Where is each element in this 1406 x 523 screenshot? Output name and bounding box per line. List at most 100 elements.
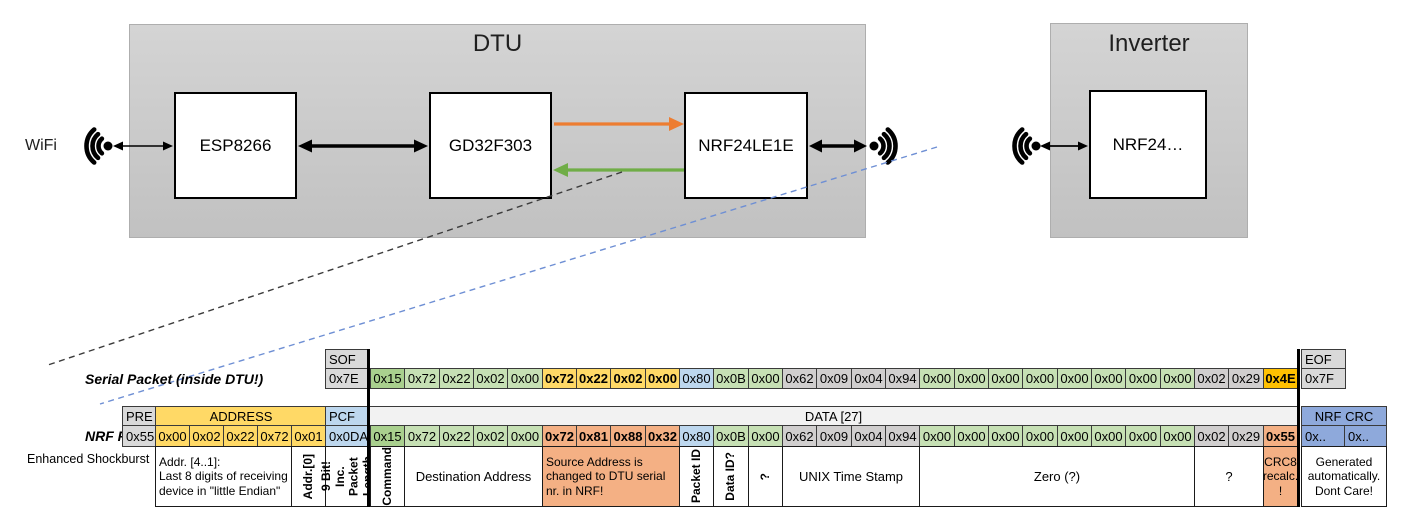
component-esp8266-label: ESP8266 <box>199 135 272 155</box>
nrf-address-header: ADDRESS <box>155 406 327 426</box>
nrf-address-byte-cell: 0x01 <box>291 425 326 447</box>
wifi-icon-left <box>84 127 113 165</box>
wifi-icon-inverter-radio <box>1012 127 1041 165</box>
serial-sof-value: 0x7E <box>325 368 370 389</box>
annotation-data-id: Data ID? <box>713 446 749 507</box>
nrf-byte-cell: 0x29 <box>1228 425 1264 447</box>
serial-byte-cell: 0x0B <box>713 368 749 389</box>
serial-byte-cell: 0x72 <box>404 368 440 389</box>
annotation-packet-id: Packet ID <box>679 446 714 507</box>
serial-packet-label: Serial Packet (inside DTU!) <box>85 371 264 387</box>
nrf-byte-cell: 0x81 <box>576 425 611 447</box>
nrf-byte-cell: 0x00 <box>988 425 1023 447</box>
nrf-byte-cell: 0x00 <box>1160 425 1195 447</box>
component-esp8266: ESP8266 <box>174 92 297 199</box>
wifi-icon-dtu-radio <box>869 127 898 165</box>
arrow-wifi-esp8266 <box>113 141 173 151</box>
component-nrf24le1e: NRF24LE1E <box>684 92 808 199</box>
nrf-byte-cell: 0x09 <box>816 425 852 447</box>
nrf-byte-cell: 0x62 <box>782 425 817 447</box>
arrow-nrf-to-gd32-green <box>553 163 684 177</box>
serial-byte-cell: 0x00 <box>1160 368 1195 389</box>
nrf-pcf-header: PCF <box>325 406 370 426</box>
data-region-separator-right <box>1297 349 1300 507</box>
nrf-byte-cell: 0x72 <box>542 425 577 447</box>
serial-byte-cell: 0x4E <box>1263 368 1298 389</box>
dashed-line-serial-packet <box>44 171 623 367</box>
annotation-q1: ? <box>748 446 783 507</box>
component-inverter-nrf24: NRF24… <box>1089 90 1207 199</box>
nrf-pcf-value: 0x0DA <box>325 425 370 447</box>
wifi-label: WiFi <box>25 137 57 154</box>
nrf-byte-cell: 0x22 <box>439 425 474 447</box>
serial-byte-cell: 0x00 <box>1057 368 1092 389</box>
nrf-crc-header: NRF CRC <box>1301 406 1387 426</box>
nrf-byte-cell: 0x00 <box>919 425 955 447</box>
annotation-zero: Zero (?) <box>919 446 1195 507</box>
arrow-nrf-radio <box>809 139 867 153</box>
serial-byte-cell: 0x94 <box>885 368 920 389</box>
nrf-address-byte-cell: 0x22 <box>223 425 258 447</box>
inverter-title: Inverter <box>1108 30 1190 57</box>
serial-byte-cell: 0x09 <box>816 368 852 389</box>
nrf-byte-cell: 0x72 <box>404 425 440 447</box>
nrf-byte-cell: 0x00 <box>1057 425 1092 447</box>
nrf-byte-cell: 0x88 <box>610 425 646 447</box>
nrf-address-byte-cell: 0x00 <box>155 425 190 447</box>
nrf-byte-cell: 0x00 <box>1091 425 1126 447</box>
nrf-byte-cell: 0x32 <box>645 425 680 447</box>
annotation-generated: Generated automatically. Dont Care! <box>1301 446 1387 507</box>
nrf-crc-byte-cell: 0x.. <box>1344 425 1387 447</box>
nrf-byte-cell: 0x55 <box>1263 425 1298 447</box>
annotation-command: Command <box>370 446 405 507</box>
nrf-byte-cell: 0x00 <box>1022 425 1058 447</box>
annotation-dest: Destination Address <box>404 446 543 507</box>
serial-byte-cell: 0x02 <box>473 368 508 389</box>
nrf-byte-cell: 0x00 <box>748 425 783 447</box>
dtu-title: DTU <box>472 30 523 57</box>
dashed-line-nrf-packet <box>99 146 938 405</box>
annotation-unix: UNIX Time Stamp <box>782 446 920 507</box>
component-nrf24le1e-label: NRF24LE1E <box>698 135 794 155</box>
serial-eof-value: 0x7F <box>1301 368 1346 389</box>
serial-byte-cell: 0x62 <box>782 368 817 389</box>
serial-sof-header: SOF <box>325 349 370 369</box>
nrf-byte-cell: 0x15 <box>370 425 405 447</box>
serial-byte-cell: 0x02 <box>610 368 646 389</box>
serial-byte-cell: 0x00 <box>1125 368 1161 389</box>
serial-byte-cell: 0x00 <box>645 368 680 389</box>
nrf-byte-cell: 0x94 <box>885 425 920 447</box>
nrf-crc-byte-cell: 0x.. <box>1301 425 1345 447</box>
data-region-separator-left <box>367 349 370 507</box>
nrf-pre-header: PRE <box>122 406 157 426</box>
serial-byte-cell: 0x00 <box>988 368 1023 389</box>
nrf-byte-cell: 0x80 <box>679 425 714 447</box>
serial-byte-cell: 0x00 <box>748 368 783 389</box>
serial-eof-header: EOF <box>1301 349 1346 369</box>
serial-byte-cell: 0x00 <box>919 368 955 389</box>
serial-byte-cell: 0x72 <box>542 368 577 389</box>
serial-byte-cell: 0x22 <box>576 368 611 389</box>
serial-byte-cell: 0x15 <box>370 368 405 389</box>
serial-byte-cell: 0x29 <box>1228 368 1264 389</box>
arrow-radio-inverter-nrf <box>1040 141 1088 151</box>
nrf-byte-cell: 0x04 <box>851 425 886 447</box>
nrf-data-header: DATA [27] <box>369 406 1298 426</box>
nrf-byte-cell: 0x0B <box>713 425 749 447</box>
serial-byte-cell: 0x00 <box>507 368 543 389</box>
annotation-crc8: CRC8 recalc. ! <box>1263 446 1298 507</box>
serial-byte-cell: 0x00 <box>1091 368 1126 389</box>
annotation-pcf9bit: 9 Bit! Inc. Packet Length <box>319 446 374 507</box>
component-inverter-nrf24-label: NRF24… <box>1112 134 1184 154</box>
nrf-byte-cell: 0x00 <box>1125 425 1161 447</box>
nrf-byte-cell: 0x00 <box>507 425 543 447</box>
serial-byte-cell: 0x02 <box>1194 368 1229 389</box>
nrf-address-byte-cell: 0x72 <box>257 425 292 447</box>
component-gd32f303: GD32F303 <box>429 92 552 199</box>
nrf-byte-cell: 0x00 <box>954 425 989 447</box>
annotation-q2: ? <box>1194 446 1264 507</box>
nrf-byte-cell: 0x02 <box>1194 425 1229 447</box>
serial-byte-cell: 0x04 <box>851 368 886 389</box>
nrf-byte-cell: 0x02 <box>473 425 508 447</box>
